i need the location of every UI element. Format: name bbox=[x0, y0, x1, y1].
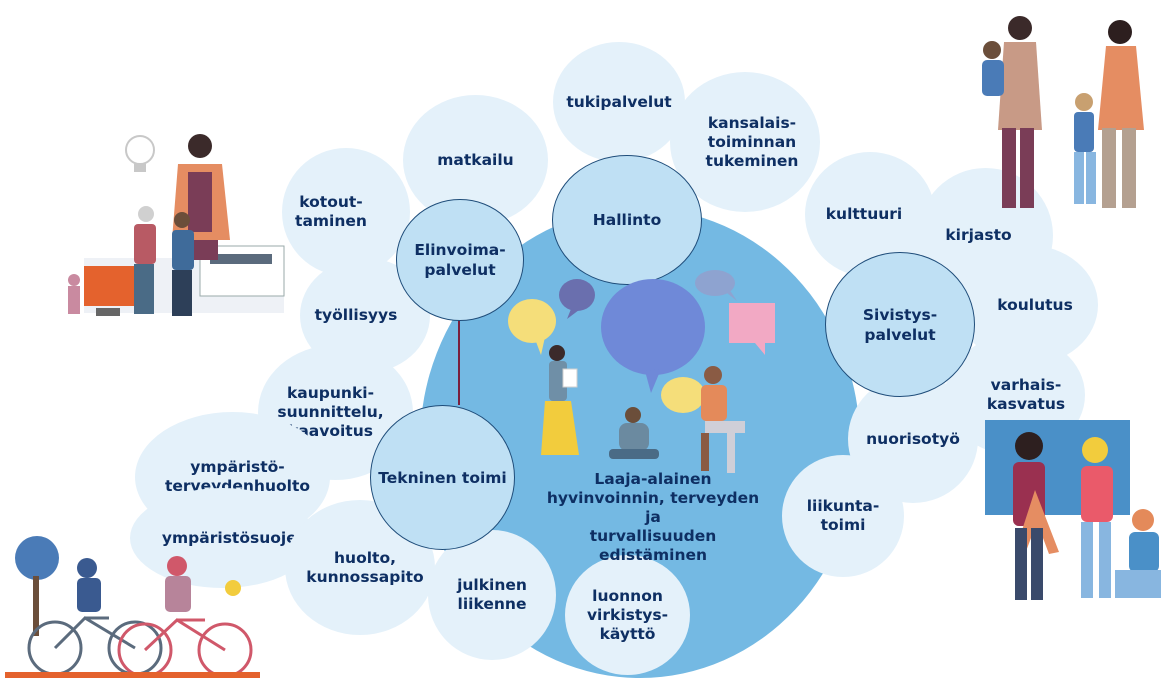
family-illustration bbox=[982, 16, 1144, 208]
center-label: Laaja-alainen hyvinvoinnin, terveyden ja… bbox=[546, 470, 760, 564]
topic-tukipalvelut: tukipalvelut bbox=[553, 42, 685, 162]
topic-luonnon-virkistyskaytto: luonnon virkistys- käyttö bbox=[565, 555, 690, 675]
hub-elinvoimapalvelut: Elinvoima- palvelut bbox=[396, 199, 524, 321]
hub-tekninen-toimi: Tekninen toimi bbox=[370, 405, 515, 550]
topic-kansalaistoiminta: kansalais- toiminnan tukeminen bbox=[670, 72, 820, 212]
topic-liikuntatoimi: liikunta- toimi bbox=[782, 455, 904, 577]
office-scene-illustration bbox=[68, 134, 285, 316]
cyclists-illustration bbox=[5, 536, 260, 678]
hub-hallinto: Hallinto bbox=[552, 155, 702, 285]
central-people-illustration bbox=[508, 270, 775, 473]
children-illustration bbox=[985, 420, 1161, 600]
hub-sivistyspalvelut: Sivistys- palvelut bbox=[825, 252, 975, 397]
topic-kotouttaminen: kotout- taminen bbox=[282, 148, 410, 276]
topic-julkinen-liikenne: julkinen liikenne bbox=[428, 530, 556, 660]
topic-ymparistosuojelu: ympäristösuojelu bbox=[130, 488, 315, 588]
